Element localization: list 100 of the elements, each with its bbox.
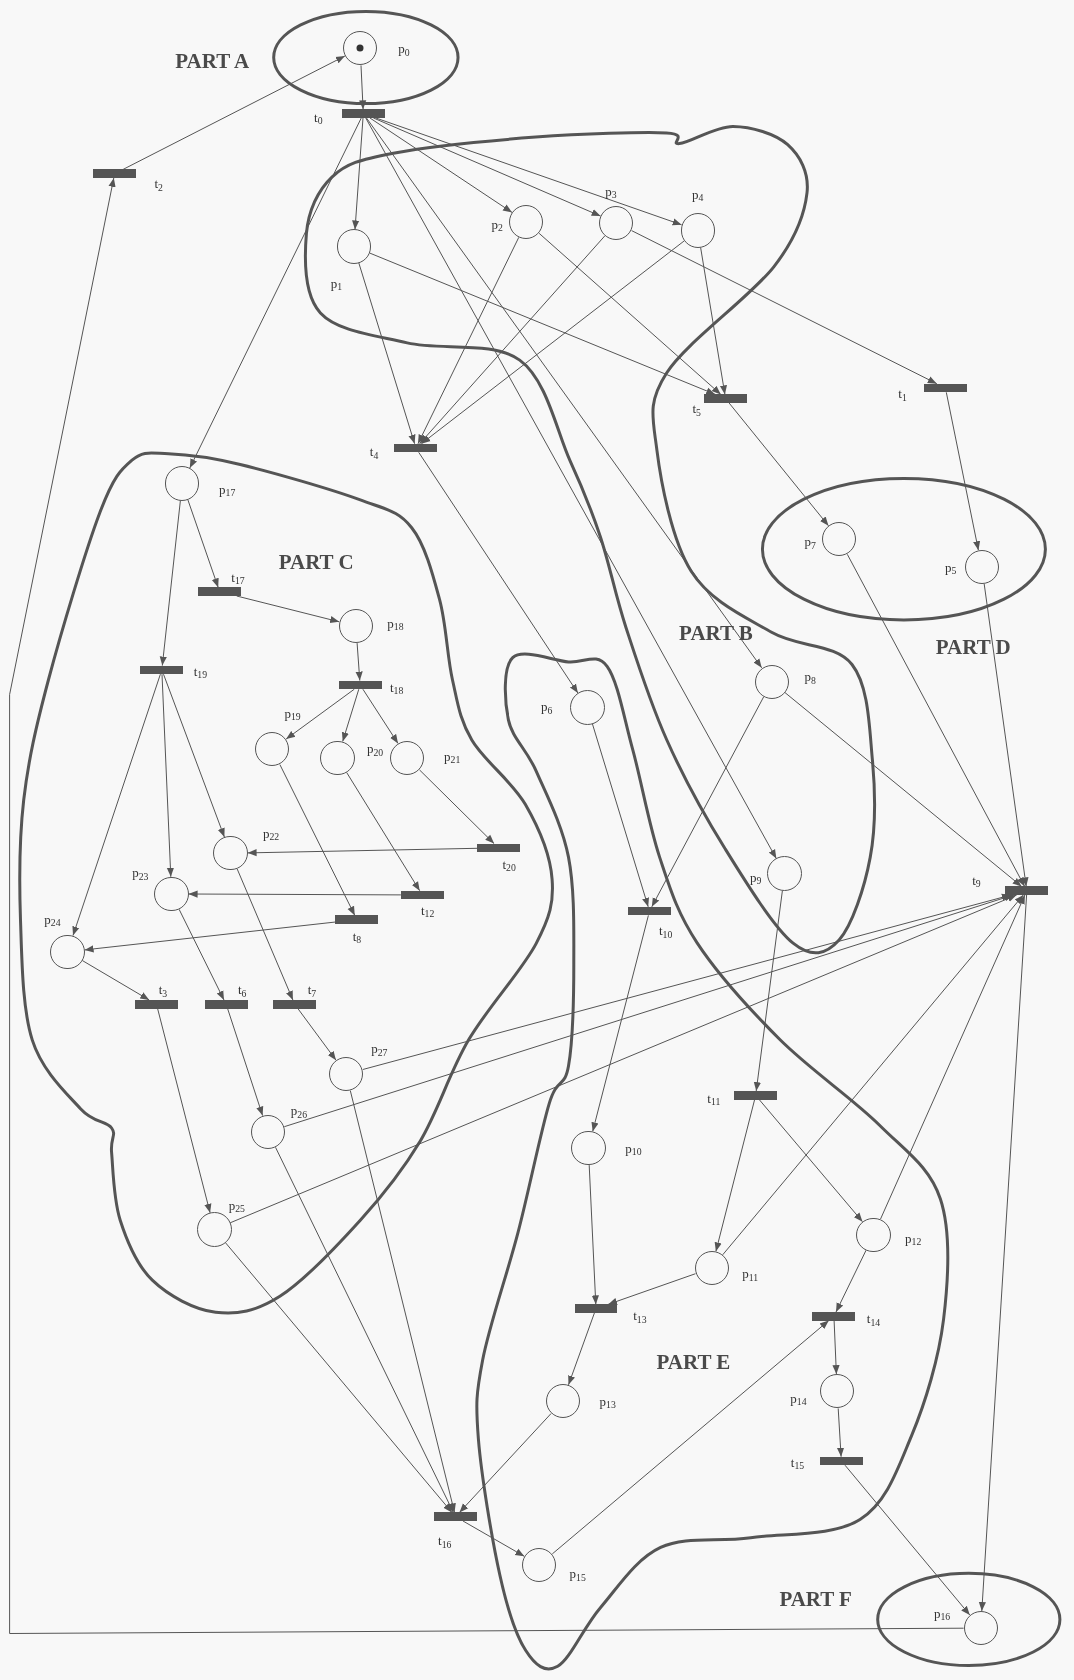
arc-arrow: [459, 1413, 552, 1513]
node-label: p$_{7}$: [804, 534, 816, 548]
node-label: p$_{22}$: [262, 826, 280, 840]
node-label: p$_{24}$: [44, 912, 61, 925]
node-label: p$_{23}$: [132, 865, 149, 879]
node-label: t$_{10}$: [658, 923, 673, 937]
arc-arrow: [365, 117, 777, 860]
node-label: t$_{1}$: [898, 386, 907, 400]
arc-arrow: [285, 688, 355, 740]
arc-arrow: [758, 1099, 863, 1223]
node-label: t$_{7}$: [307, 982, 317, 996]
region-label: PART D: [935, 636, 1011, 658]
node-label: t$_{16}$: [438, 1533, 452, 1547]
arc-arrow: [283, 894, 1014, 1128]
arc-arrow: [978, 894, 1028, 1612]
arc-arrow: [836, 1407, 845, 1458]
arc-arrow: [418, 451, 579, 694]
arc-arrow: [880, 894, 1026, 1220]
node-label: t$_{12}$: [420, 903, 435, 917]
arc-arrow: [607, 1273, 696, 1305]
arc-arrow: [9, 177, 965, 1634]
node-label: p$_{26}$: [290, 1103, 308, 1117]
node-label: t$_{17}$: [231, 570, 245, 584]
arc-arrow: [983, 583, 1029, 887]
arc-arrow: [359, 64, 367, 110]
node-label: p$_{1}$: [330, 276, 343, 290]
arc-arrow: [369, 117, 513, 213]
arc-arrow: [631, 230, 938, 385]
arc-arrow: [700, 246, 727, 395]
node-label: p$_{10}$: [625, 1141, 642, 1155]
arc-arrow: [247, 847, 478, 857]
node-label: p$_{11}$: [742, 1266, 759, 1280]
region-label: PART C: [278, 551, 354, 573]
node-label: p$_{16}$: [933, 1606, 951, 1620]
arc-arrow: [188, 890, 402, 898]
arc-arrow: [187, 499, 219, 588]
region-label: PART E: [656, 1351, 731, 1373]
arc-arrow: [72, 673, 161, 936]
node-label: t$_{18}$: [389, 680, 404, 694]
arc-arrow: [369, 252, 716, 395]
arc-arrow: [161, 673, 174, 878]
node-label: t$_{9}$: [972, 873, 981, 887]
node-label: p$_{27}$: [371, 1041, 388, 1055]
arc-arrow: [420, 240, 685, 445]
node-label: p$_{2}$: [491, 217, 503, 231]
arc-arrow: [346, 771, 421, 892]
node-label: t$_{14}$: [866, 1311, 881, 1325]
node-label: t$_{11}$: [707, 1091, 721, 1105]
arc-arrow: [279, 764, 356, 916]
arc-arrow: [159, 500, 181, 667]
node-label: p$_{13}$: [599, 1394, 616, 1408]
region-label: PART F: [779, 1588, 852, 1610]
arc-arrow: [722, 894, 1024, 1256]
node-label: p$_{15}$: [569, 1566, 586, 1580]
node-label: t$_{20}$: [502, 857, 516, 871]
node-label: p$_{14}$: [790, 1391, 807, 1405]
node-label: p$_{18}$: [387, 616, 404, 630]
arc-arrow: [588, 1164, 599, 1305]
arc-arrow: [236, 595, 340, 624]
arc-arrow: [341, 688, 360, 742]
arc-arrow: [375, 117, 683, 226]
arc-arrow: [349, 1090, 456, 1513]
arc-arrow: [753, 890, 783, 1092]
node-label: p$_{6}$: [540, 699, 553, 713]
node-label: t$_{8}$: [352, 929, 362, 943]
node-label: t$_{19}$: [193, 664, 208, 678]
arc-arrow: [297, 1008, 337, 1061]
arc-arrow: [224, 1242, 453, 1513]
node-label: t$_{3}$: [158, 982, 168, 996]
node-label: t$_{4}$: [369, 444, 379, 458]
arc-arrow: [157, 1008, 212, 1214]
arc-arrow: [227, 1008, 264, 1117]
node-label: p$_{0}$: [398, 41, 410, 55]
arc-arrow: [784, 692, 1023, 887]
node-label: t$_{0}$: [314, 110, 323, 124]
arc-arrow: [365, 117, 763, 669]
arc-arrow: [163, 673, 225, 838]
arc-arrow: [355, 642, 363, 682]
arc-arrow: [714, 1099, 756, 1252]
arc-arrow: [568, 1312, 595, 1386]
node-label: t$_{5}$: [692, 401, 701, 415]
node-label: p$_{19}$: [284, 706, 301, 720]
arc-arrow: [462, 1520, 525, 1557]
arc-arrow: [651, 696, 765, 908]
node-label: t$_{13}$: [633, 1308, 647, 1322]
node-label: p$_{5}$: [944, 560, 957, 574]
arc-arrow: [362, 688, 399, 744]
node-label: p$_{3}$: [605, 184, 617, 198]
arc-arrow: [352, 117, 364, 230]
arc-arrow: [419, 769, 495, 845]
node-label: p$_{8}$: [804, 669, 816, 683]
arc-arrow: [84, 921, 336, 953]
node-label: p$_{25}$: [228, 1198, 245, 1212]
arc-arrow: [591, 914, 649, 1132]
node-label: t$_{6}$: [237, 982, 247, 996]
arc-arrow: [538, 232, 722, 395]
arc-arrow: [591, 723, 649, 908]
node-label: p$_{12}$: [905, 1231, 922, 1245]
arc-arrow: [81, 960, 150, 1001]
region-label: PART A: [175, 50, 250, 72]
